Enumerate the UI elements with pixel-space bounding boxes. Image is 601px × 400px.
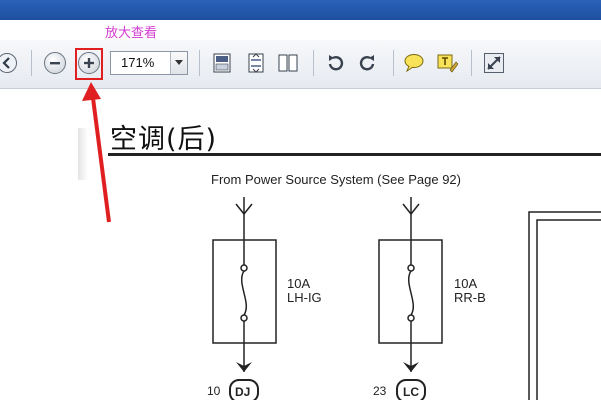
- document-title: 空调(后): [110, 124, 218, 155]
- connector-label: LC: [403, 385, 419, 399]
- fit-page-icon: [213, 53, 231, 73]
- connector-number: 23: [373, 384, 387, 398]
- connector-label: DJ: [235, 385, 251, 399]
- annotation-label: 放大查看: [105, 26, 158, 41]
- text-annotation-button[interactable]: [436, 52, 458, 74]
- rotate-cw-icon: [359, 55, 375, 71]
- window-titlebar: [0, 0, 601, 20]
- two-page-view-button[interactable]: [277, 52, 299, 74]
- rotate-cw-button[interactable]: [357, 52, 379, 74]
- plus-icon: [78, 52, 100, 74]
- fullscreen-button[interactable]: [483, 52, 505, 74]
- rotate-ccw-button[interactable]: [324, 52, 346, 74]
- power-source-text: From Power Source System (See Page 92): [211, 172, 461, 187]
- toolbar-separator: [471, 50, 472, 76]
- fuse-name-label: LH-IG: [287, 290, 322, 305]
- fit-width-button[interactable]: [245, 52, 267, 74]
- comment-button[interactable]: [403, 52, 425, 74]
- toolbar-separator: [199, 50, 200, 76]
- title-rule: [108, 153, 601, 156]
- zoom-out-button[interactable]: [44, 52, 66, 74]
- comment-bubble-icon: [404, 54, 424, 73]
- two-page-icon: [278, 54, 298, 72]
- zoom-level-select[interactable]: 171%: [110, 51, 188, 75]
- toolbar-separator: [313, 50, 314, 76]
- fuse-name-label: RR-B: [454, 290, 486, 305]
- text-pencil-icon: [437, 54, 458, 73]
- fit-width-icon: [248, 53, 264, 73]
- back-button[interactable]: [0, 52, 18, 74]
- highlight-box: [75, 48, 103, 80]
- toolbar-separator: [393, 50, 394, 76]
- fullscreen-icon: [484, 53, 504, 73]
- minus-icon: [44, 52, 66, 74]
- fit-page-button[interactable]: [211, 52, 233, 74]
- fuse-amp-label: 10A: [287, 276, 311, 291]
- back-arrow-icon: [0, 53, 17, 73]
- rotate-ccw-icon: [328, 55, 344, 71]
- connector-number: 10: [207, 384, 221, 398]
- scan-shadow: [78, 128, 88, 180]
- toolbar-separator: [31, 50, 32, 76]
- chevron-down-icon: [175, 60, 183, 65]
- zoom-dropdown-button[interactable]: [170, 52, 187, 74]
- zoom-in-button[interactable]: [78, 52, 100, 74]
- fuse-amp-label: 10A: [454, 276, 478, 291]
- zoom-level-value: 171%: [121, 55, 155, 70]
